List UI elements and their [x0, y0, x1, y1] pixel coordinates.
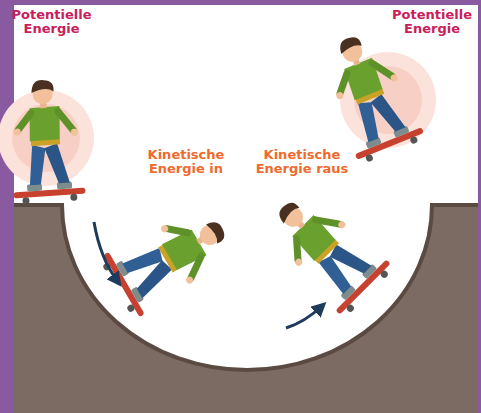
halfpipe: [14, 205, 478, 413]
halfpipe-edge: [14, 205, 478, 370]
skater: [98, 197, 240, 321]
skater: [6, 78, 86, 205]
energy-label: Potentielle Energie: [386, 8, 478, 36]
energy-label: Kinetische Energie in: [138, 148, 234, 176]
background: [14, 5, 478, 413]
motion-arrow: [94, 222, 118, 282]
motion-arrow: [286, 306, 322, 328]
energy-label: Potentielle Energie: [4, 8, 99, 36]
energy-label: Kinetische Energie raus: [248, 148, 356, 176]
skater: [314, 25, 427, 166]
skater: [258, 182, 396, 320]
